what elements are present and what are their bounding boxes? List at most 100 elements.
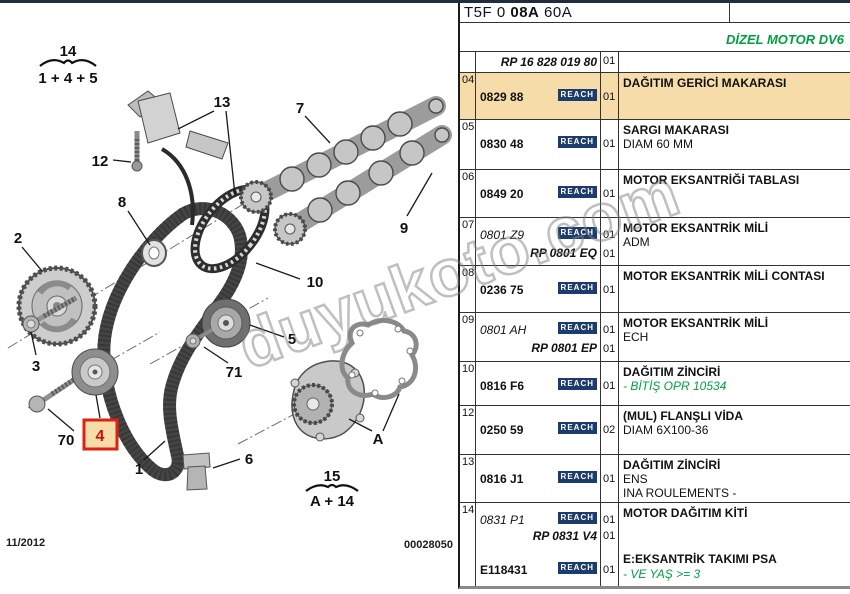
reach-badge[interactable]: REACH	[557, 471, 597, 483]
row-number-cell	[460, 52, 476, 72]
table-row-14[interactable]: 14 0831 P1 REACH RP 0831 V4 E118431 REAC…	[460, 503, 850, 586]
part-detail: DIAM 60 MM	[623, 137, 694, 151]
part-description: SARGI MAKARASI	[623, 123, 730, 137]
callout-7: 7	[296, 100, 304, 117]
reach-badge[interactable]: REACH	[557, 186, 597, 198]
part-detail: ECH	[623, 330, 649, 344]
group-label-14: 14 1 + 4 + 5	[38, 43, 97, 87]
part-description: MOTOR DAĞITIM KİTİ	[623, 506, 748, 520]
parts-table: T5F 0 08A 60A DİZEL MOTOR DV6 RP 16 828 …	[458, 3, 850, 589]
tensioner-bolt	[131, 131, 143, 172]
row-number: 10	[460, 362, 476, 405]
quantity: 01	[603, 55, 616, 67]
part-number: 0829 88	[480, 90, 524, 104]
reach-badge[interactable]: REACH	[557, 378, 597, 390]
row-number: 14	[460, 503, 476, 586]
part-description: (MUL) FLANŞLI VİDA	[623, 409, 743, 423]
part-detail: ADM	[623, 235, 650, 249]
idler-pulley	[201, 298, 251, 348]
group-label-15: 15 A + 14	[305, 468, 359, 510]
part-number: 0831 P1	[480, 513, 525, 527]
rp-reference: RP 0801 EQ	[530, 246, 597, 260]
rp-header-row: RP 16 828 019 80 01	[460, 52, 850, 73]
rp-quantity: 01	[603, 530, 616, 542]
exploded-diagram-panel: 14 1 + 4 + 5 15 A + 14 2 3 70 1 6 5 71 8…	[0, 3, 458, 594]
quantity: 01	[603, 514, 616, 526]
svg-text:15: 15	[324, 468, 341, 485]
part-description: MOTOR EKSANTRİK MİLİ	[623, 221, 769, 235]
table-row-13[interactable]: 13 0816 J1 REACH 01 DAĞITIM ZİNCİRİ ENS …	[460, 455, 850, 503]
reach-badge[interactable]: REACH	[557, 422, 597, 434]
timing-belt-diagram: 14 1 + 4 + 5 15 A + 14 2 3 70 1 6 5 71 8…	[7, 43, 452, 510]
reach-badge[interactable]: REACH	[557, 89, 597, 101]
chain-tensioner	[127, 90, 229, 160]
row-number: 13	[460, 455, 476, 502]
code-suffix: 60A	[539, 4, 573, 21]
quantity: 01	[603, 188, 616, 200]
table-row-09[interactable]: 09 0801 AH REACH RP 0801 EP 01 01 MOTOR …	[460, 313, 850, 362]
part-number: 0250 59	[480, 423, 524, 437]
engine-heading: DİZEL MOTOR DV6	[726, 32, 844, 47]
part-description: DAĞITIM ZİNCİRİ	[623, 458, 721, 472]
svg-text:1 + 4 + 5: 1 + 4 + 5	[38, 70, 97, 87]
callout-1: 1	[135, 461, 143, 478]
diagram-date: 11/2012	[6, 537, 46, 549]
water-pump	[290, 360, 366, 442]
quantity: 01	[603, 324, 616, 336]
table-row-04[interactable]: 04 0829 88 REACH 01 DAĞITIM GERİCİ MAKAR…	[460, 73, 850, 120]
reach-badge[interactable]: REACH	[557, 136, 597, 148]
callout-71: 71	[226, 364, 243, 381]
table-row-06[interactable]: 06 0849 20 REACH 01 MOTOR EKSANTRİĞİ TAB…	[460, 170, 850, 218]
callout-13: 13	[214, 94, 231, 111]
row-number: 07	[460, 218, 476, 265]
callout-5: 5	[288, 331, 296, 348]
sub-part-number: E118431	[480, 563, 528, 577]
table-row-10[interactable]: 10 0816 F6 REACH 01 DAĞITIM ZİNCİRİ - Bİ…	[460, 362, 850, 406]
timing-belt	[97, 202, 248, 482]
callout-12: 12	[92, 153, 109, 170]
rp-reference: RP 0831 V4	[532, 529, 597, 543]
rp-quantity: 01	[603, 343, 616, 355]
svg-text:A + 14: A + 14	[310, 493, 355, 510]
rp-quantity: 01	[603, 248, 616, 260]
callout-6: 6	[245, 451, 253, 468]
top-border	[0, 0, 850, 3]
callout-3: 3	[32, 358, 40, 375]
camshaft-intake	[273, 125, 452, 246]
part-number: 0236 75	[480, 283, 524, 297]
diagram-number: 00028050	[404, 539, 453, 551]
code-bold: 08A	[510, 4, 540, 21]
reach-badge[interactable]: REACH	[557, 562, 597, 574]
reach-badge[interactable]: REACH	[557, 322, 597, 334]
svg-text:4: 4	[96, 428, 105, 445]
belt-tensioner-pulley	[71, 348, 119, 396]
quantity: 01	[603, 284, 616, 296]
code-prefix: T5F 0	[464, 4, 511, 21]
callout-9: 9	[400, 220, 408, 237]
selected-callout-4[interactable]: 4	[82, 418, 119, 451]
quantity: 01	[603, 380, 616, 392]
callout-10: 10	[307, 274, 324, 291]
quantity: 01	[603, 473, 616, 485]
reach-badge[interactable]: REACH	[557, 512, 597, 524]
table-row-07[interactable]: 07 0801 Z9 REACH RP 0801 EQ 01 01 MOTOR …	[460, 218, 850, 266]
svg-text:14: 14	[60, 43, 77, 60]
belt-guide-bracket	[182, 452, 211, 491]
row-number: 06	[460, 170, 476, 217]
quantity: 01	[603, 229, 616, 241]
reach-badge[interactable]: REACH	[557, 227, 597, 239]
crank-bolt	[22, 295, 78, 333]
quantity: 01	[603, 91, 616, 103]
pump-gasket	[339, 317, 419, 400]
sub-quantity: 01	[603, 564, 616, 576]
row-number: 12	[460, 406, 476, 454]
part-number: 0816 F6	[480, 379, 525, 393]
engine-heading-row: DİZEL MOTOR DV6	[460, 23, 850, 52]
reach-badge[interactable]: REACH	[557, 282, 597, 294]
rp-reference: RP 0801 EP	[531, 341, 597, 355]
quantity: 01	[603, 138, 616, 150]
table-row-08[interactable]: 08 0236 75 REACH 01 MOTOR EKSANTRİK MİLİ…	[460, 266, 850, 313]
table-row-05[interactable]: 05 0830 48 REACH 01 SARGI MAKARASI DIAM …	[460, 120, 850, 170]
table-row-12[interactable]: 12 0250 59 REACH 02 (MUL) FLANŞLI VİDA D…	[460, 406, 850, 455]
